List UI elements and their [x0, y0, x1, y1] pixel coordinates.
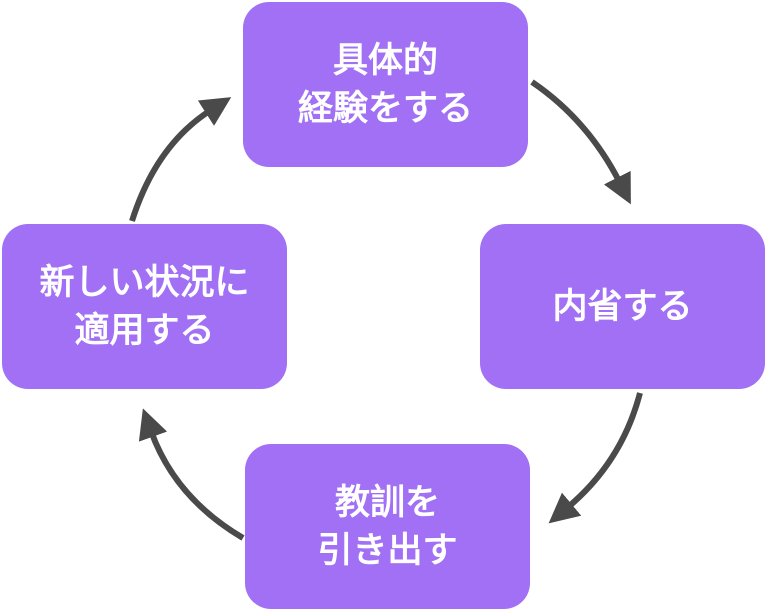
node-label-line: 適用する — [74, 310, 215, 351]
arrow-left-to-top — [129, 97, 232, 222]
arrow-right-to-bottom — [548, 392, 643, 524]
node-label-line: 経験をする — [297, 88, 473, 129]
node-label-line: 引き出す — [317, 530, 458, 571]
node-draw-lessons: 教訓を 引き出す — [245, 444, 530, 609]
node-reflection: 内省する — [480, 224, 765, 389]
node-label-line: 具体的 — [332, 40, 438, 81]
arrow-top-to-right — [530, 79, 631, 205]
node-label-line: 新しい状況に — [39, 262, 250, 303]
node-concrete-experience: 具体的 経験をする — [243, 2, 528, 167]
node-label-line: 教訓を — [334, 482, 440, 523]
arrow-bottom-to-left — [138, 408, 245, 541]
node-apply-new-situation: 新しい状況に 適用する — [2, 224, 287, 389]
node-label-line: 内省する — [552, 286, 693, 327]
